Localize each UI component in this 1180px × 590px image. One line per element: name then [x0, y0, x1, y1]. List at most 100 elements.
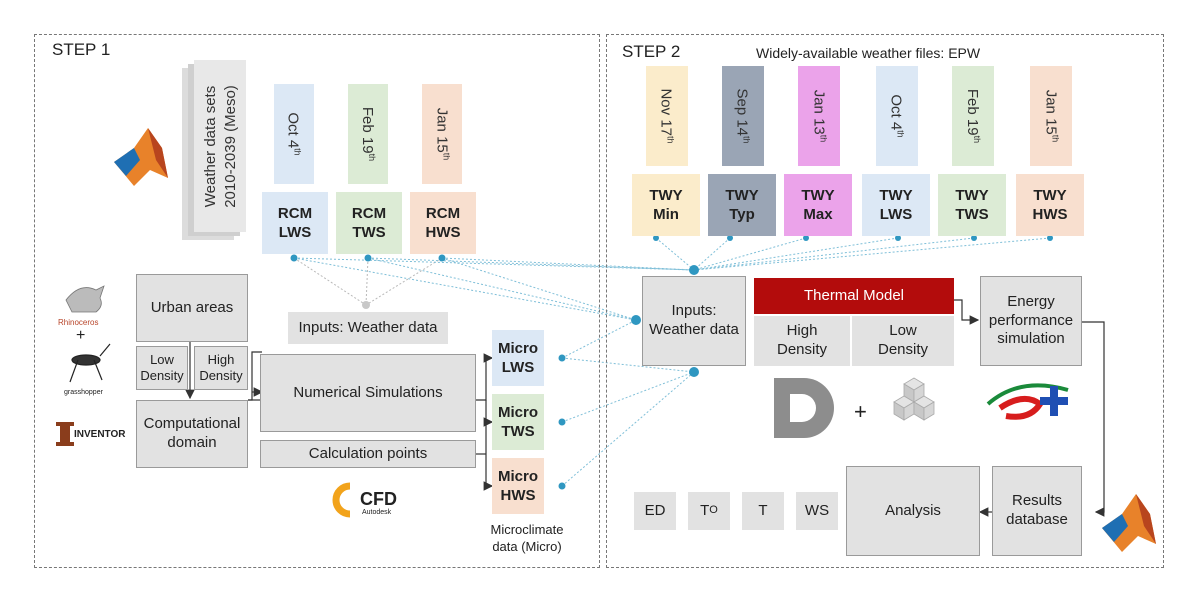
micro-card-line1-1: Micro — [497, 403, 538, 421]
micro-card-line2-2: HWS — [500, 487, 536, 504]
numerical-simulations-box: Numerical Simulations — [260, 354, 476, 432]
plus-sign-models: + — [854, 399, 867, 424]
twy-card-line1-2: TWY — [801, 186, 835, 204]
step2-panel — [606, 34, 1164, 568]
step2-date-day-2: Jan 13 — [810, 89, 827, 135]
step2-date-4: Feb 19th — [952, 66, 994, 166]
step2-date-2: Jan 13th — [798, 66, 840, 166]
step2-date-text-4: Feb 19th — [964, 89, 982, 143]
grasshopper-label: grasshopper — [64, 389, 103, 396]
step2-date-suffix-2: th — [818, 134, 828, 143]
step1-panel — [34, 34, 600, 568]
step1-date-1: Feb 19th — [348, 84, 388, 184]
twy-card-line2-4: TWS — [955, 206, 989, 223]
epw-title: Widely-available weather files: EPW — [756, 45, 981, 61]
step1-date-day-2: Jan 15 — [433, 107, 450, 153]
cfd-sub-label: Autodesk — [362, 509, 392, 516]
results-database-box: Results database — [992, 466, 1082, 556]
step2-date-suffix-5: th — [1050, 134, 1060, 143]
rcm-card-line2-1: TWS — [352, 224, 386, 241]
microclimate-line2: data (Micro) — [492, 538, 562, 554]
step1-date-0: Oct 4th — [274, 84, 314, 184]
step2-date-suffix-3: th — [896, 130, 906, 138]
step2-date-text-0: Nov 17th — [658, 88, 676, 143]
micro-card-line2-1: TWS — [501, 423, 535, 440]
rcm-card-line1-2: RCM — [425, 204, 461, 222]
step2-date-text-3: Oct 4th — [888, 94, 906, 137]
twy-card-line1-5: TWY — [1033, 186, 1067, 204]
step2-date-suffix-4: th — [972, 135, 982, 144]
step2-date-suffix-0: th — [666, 136, 677, 144]
rhino-label: Rhinoceros — [58, 318, 99, 327]
cfd-c-icon — [332, 482, 351, 518]
inputs-line2: Weather data — [649, 321, 739, 338]
step2-date-text-1: Sep 14th — [734, 88, 752, 143]
output-to-sub: O — [709, 504, 718, 517]
step2-date-text-5: Jan 15th — [1042, 90, 1060, 143]
output-t: T — [742, 492, 784, 530]
step1-date-suffix-2: th — [441, 152, 451, 161]
twy-card-0: TWY Min — [632, 174, 700, 236]
step1-date-suffix-0: th — [293, 148, 303, 156]
twy-card-line2-3: LWS — [879, 206, 913, 223]
low-density-label: Low Density — [136, 346, 188, 390]
step1-arrows — [185, 342, 494, 491]
step1-date-2: Jan 15th — [422, 84, 462, 184]
step2-date-day-1: Sep 14 — [734, 88, 751, 137]
high-density-label: High Density — [194, 346, 248, 390]
computational-domain-box: Computational domain — [136, 400, 248, 468]
step2-date-day-0: Nov 17 — [658, 88, 676, 137]
inventor-label: INVENTOR — [74, 429, 126, 440]
grasshopper-icon — [69, 343, 111, 383]
twy-card-2: TWY Max — [784, 174, 852, 236]
energyplus-icon — [986, 383, 1069, 420]
rcm-card-line2-0: LWS — [278, 224, 312, 241]
step1-date-suffix-1: th — [367, 153, 377, 162]
matlab-logo-step1 — [114, 128, 168, 186]
cfd-label: CFD — [360, 489, 397, 509]
meso-stack-front: Weather data sets 2010-2039 (Meso) — [194, 60, 246, 232]
rcm-card-line1-1: RCM — [351, 204, 387, 222]
rcm-card-1: RCM TWS — [336, 192, 402, 254]
output-ed: ED — [634, 492, 676, 530]
step1-date-day-0: Oct 4 — [285, 112, 302, 149]
twy-card-line1-0: TWY — [649, 186, 683, 204]
inventor-icon — [56, 422, 74, 446]
step2-date-text-2: Jan 13th — [810, 90, 828, 143]
step1-date-text-1: Feb 19th — [359, 107, 377, 161]
step2-arrows — [954, 299, 1105, 517]
link-dots — [290, 235, 1053, 490]
long-weather-links — [293, 237, 1051, 487]
plus-sign-tools: + — [76, 327, 86, 344]
microclimate-line1: Microclimate — [490, 522, 564, 537]
meso-label-line1: Weather data sets — [201, 85, 219, 207]
step1-date-day-1: Feb 19 — [359, 106, 376, 154]
step2-date-suffix-1: th — [742, 136, 752, 144]
rhino-icon — [65, 285, 105, 313]
step2-date-5: Jan 15th — [1030, 66, 1072, 166]
cubes-icon — [893, 377, 935, 421]
thermal-model-box: Thermal Model — [754, 278, 954, 314]
step1-date-text-2: Jan 15th — [433, 108, 451, 161]
twy-card-line2-0: Min — [653, 206, 679, 223]
output-ws: WS — [796, 492, 838, 530]
step1-title: STEP 1 — [52, 40, 111, 59]
micro-card-line2-0: LWS — [501, 359, 535, 376]
inputs-weather-data-step2: Inputs: Weather data — [642, 276, 746, 366]
microclimate-label: Microclimate data (Micro) — [472, 522, 582, 556]
matlab-logo-step2 — [1102, 494, 1156, 552]
inputs-weather-data: Inputs: Weather data — [288, 312, 448, 344]
step2-date-day-4: Feb 19 — [964, 88, 981, 136]
step2-date-day-3: Oct 4 — [888, 94, 905, 131]
twy-card-line2-2: Max — [803, 206, 833, 223]
step2-date-1: Sep 14th — [722, 66, 764, 166]
micro-card-line1-0: Micro — [497, 339, 538, 357]
